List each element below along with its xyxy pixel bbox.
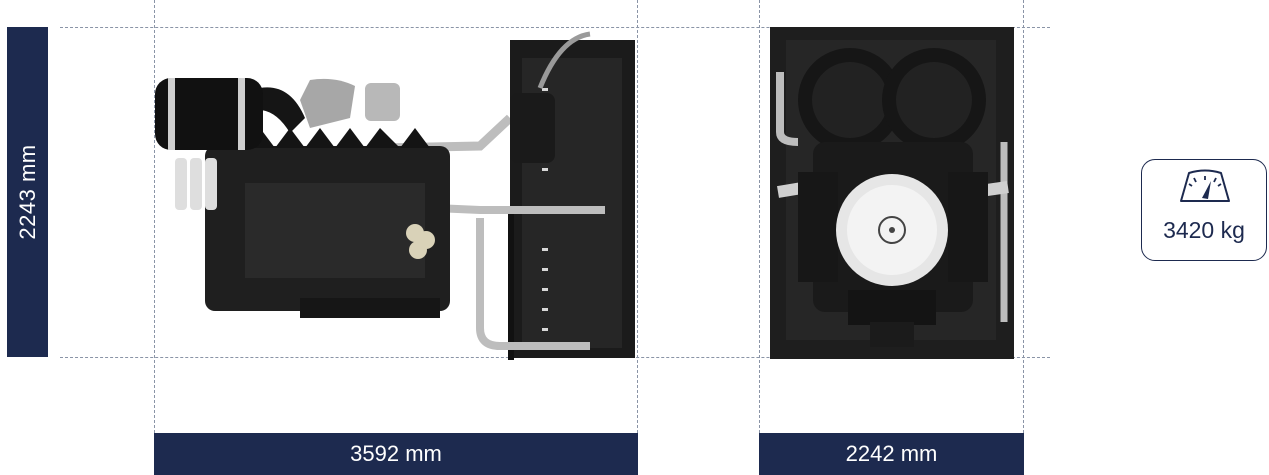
side-length-dimension-bar: 3592 mm	[154, 433, 638, 475]
engine-front-view-image	[770, 27, 1014, 359]
guide-line-top	[60, 27, 1050, 28]
front-width-dimension-bar: 2242 mm	[759, 433, 1024, 475]
guide-line-side-left	[154, 0, 155, 433]
side-length-dimension-label: 3592 mm	[350, 441, 442, 466]
guide-line-front-right	[1023, 0, 1024, 433]
weight-card-border	[1141, 159, 1267, 261]
guide-line-side-right	[637, 0, 638, 433]
height-dimension-bar: 2243 mm	[7, 27, 48, 357]
height-dimension-label: 2243 mm	[14, 144, 40, 240]
gauge-icon	[1180, 169, 1230, 202]
weight-value: 3420 kg	[1163, 217, 1245, 243]
engine-side-view-image	[155, 31, 635, 360]
guide-line-front-left	[759, 0, 760, 433]
front-width-dimension-label: 2242 mm	[845, 441, 938, 466]
weight-card: 3420 kg	[1141, 159, 1267, 261]
